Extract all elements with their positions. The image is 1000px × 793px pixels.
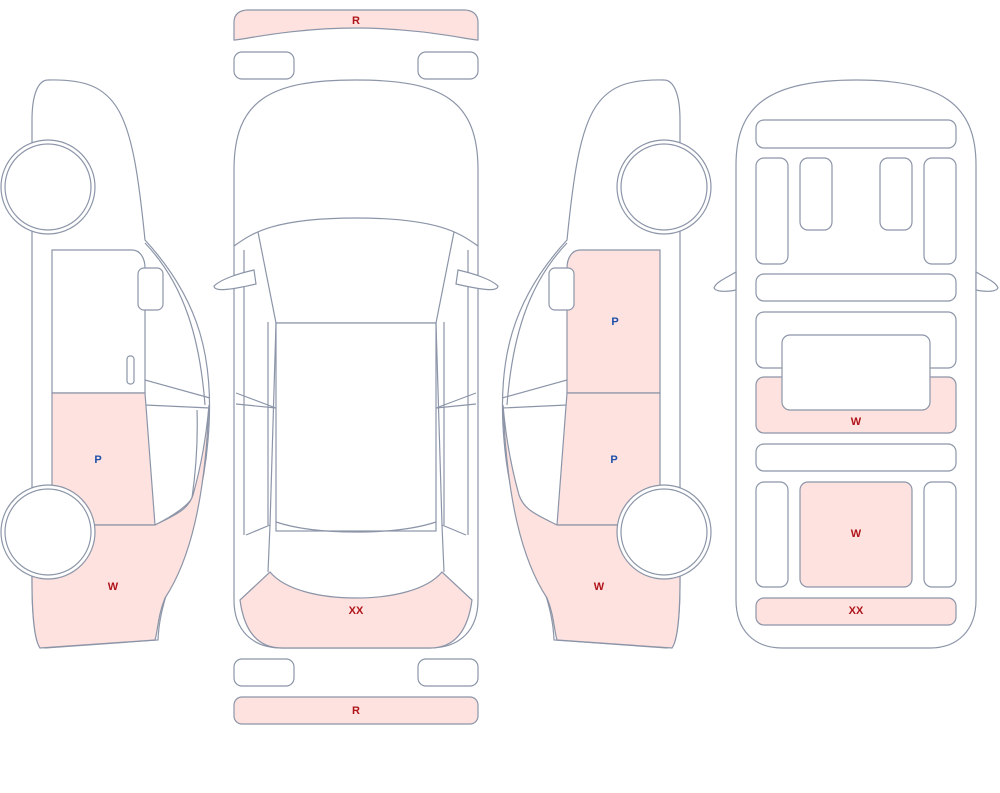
right-front-door-panel[interactable] [566,249,661,394]
left-front-wheel-rim [4,143,92,231]
front-right-door-trim[interactable] [923,157,957,265]
left-rear-door-code: P [94,454,101,466]
right-side-window-line [506,242,568,406]
middle-console-bar[interactable] [755,273,957,302]
right-mirror-top[interactable] [455,269,499,291]
right-rear-wheel-rim [620,488,708,576]
front-left-headlight[interactable] [233,51,295,80]
rear-bumper-section-panel[interactable] [239,571,473,649]
cargo-right-trim[interactable] [923,481,957,588]
right-front-wheel-rim [620,143,708,231]
cargo-floor-panel[interactable] [799,481,913,588]
interior-left-mirror[interactable] [713,270,737,292]
top-view: R XX R [213,9,499,725]
right-rear-quarter-code: W [594,581,605,593]
right-front-door-code: P [611,316,618,328]
rear-bumper-section-code: XX [349,605,364,617]
windshield-line [233,217,479,247]
driver-seat[interactable] [799,157,833,231]
right-pillar-line [501,379,568,409]
interior-view: W W XX [713,79,999,649]
front-bumper-code: R [352,15,360,27]
rear-sill-panel[interactable] [755,597,957,626]
roof-panel[interactable] [275,322,437,532]
rear-bumper-code: R [352,705,360,717]
passenger-seat[interactable] [879,157,913,231]
left-side-view: P W [0,79,211,649]
rear-bumper-panel[interactable] [233,696,479,725]
left-rear-quarter-code: W [108,581,119,593]
left-mirror-top[interactable] [213,269,257,291]
cargo-floor-code: W [851,528,862,540]
rear-right-taillight[interactable] [417,658,479,687]
front-left-door-trim[interactable] [755,157,789,265]
front-right-headlight[interactable] [417,51,479,80]
dashboard-panel[interactable] [755,119,957,149]
left-door-handle[interactable] [126,355,135,385]
left-front-door-panel[interactable] [51,249,146,394]
right-mirror[interactable] [548,267,575,311]
center-console[interactable] [781,334,931,411]
rear-window-line [267,521,445,573]
rear-left-taillight[interactable] [233,658,295,687]
interior-right-mirror[interactable] [975,270,999,292]
left-side-window-line [144,242,206,406]
left-pillar-line [144,379,211,409]
rear-seat-row-code: W [851,416,862,428]
right-rear-door-code: P [610,454,617,466]
cargo-left-trim[interactable] [755,481,789,588]
left-mirror[interactable] [137,267,164,311]
front-bumper-panel[interactable] [233,9,479,41]
left-rear-wheel-rim [4,488,92,576]
right-side-view: P P W [501,79,712,649]
left-rear-quarter-panel[interactable] [31,404,210,649]
right-rear-quarter-panel[interactable] [502,404,681,649]
rear-sill-code: XX [849,605,864,617]
cargo-front-bar[interactable] [755,443,957,472]
